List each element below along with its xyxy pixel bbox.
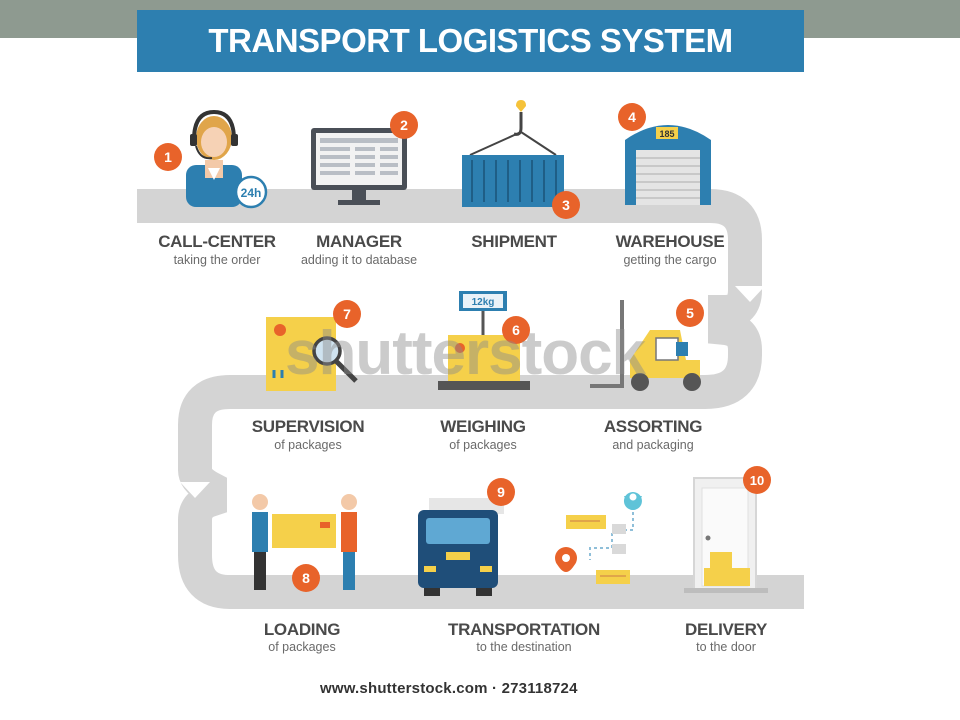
step-number-badge <box>502 316 530 344</box>
forklift-icon <box>590 300 701 391</box>
magnifier-package-icon <box>266 317 358 391</box>
step-number: 2 <box>400 117 408 133</box>
step-number: 4 <box>628 109 636 125</box>
step-number-badge <box>154 143 182 171</box>
step-number-badge <box>618 103 646 131</box>
step-number: 8 <box>302 570 310 586</box>
call-center-operator-icon: 24h <box>186 109 268 209</box>
road-arrow-notch <box>180 482 210 498</box>
step-subtitle-weighing: of packages <box>449 438 517 452</box>
scale-weight-label: 12kg <box>472 297 495 308</box>
warehouse-number-label: 185 <box>659 129 674 139</box>
step-number: 9 <box>497 484 505 500</box>
step-number: 3 <box>562 197 570 213</box>
step-number: 10 <box>750 473 764 488</box>
step-title-supervision: SUPERVISION <box>251 417 365 436</box>
step-number-badge <box>487 478 515 506</box>
people-carrying-box-icon <box>252 494 357 590</box>
door-packages-icon <box>684 477 768 593</box>
step-number: 7 <box>343 306 351 322</box>
step-number-badge <box>552 191 580 219</box>
container-crane-icon <box>462 100 564 207</box>
step-title-weighing: WEIGHING <box>440 417 526 436</box>
step-number-badge <box>333 300 361 328</box>
road-arrow-notch <box>735 286 765 302</box>
step-title-call-center: CALL-CENTER <box>158 232 276 251</box>
step-subtitle-delivery: to the door <box>696 640 756 654</box>
step-title-manager: MANAGER <box>316 232 402 251</box>
step-number-badge <box>292 564 320 592</box>
step-number: 6 <box>512 322 520 338</box>
step-title-delivery: DELIVERY <box>685 620 767 639</box>
scale-icon: 12kg <box>438 291 530 390</box>
step-title-warehouse: WAREHOUSE <box>615 232 725 251</box>
footer-credit: www.shutterstock.com · 273118724 <box>320 680 578 697</box>
step-number: 1 <box>164 149 172 165</box>
step-subtitle-warehouse: getting the cargo <box>623 253 717 267</box>
step-title-shipment: SHIPMENT <box>471 232 557 251</box>
step-subtitle-transportation: to the destination <box>476 640 572 654</box>
step-subtitle-assorting: and packaging <box>612 438 694 452</box>
step-title-transportation: TRANSPORTATION <box>448 620 600 639</box>
badge-24h-label: 24h <box>241 186 262 200</box>
monitor-database-icon <box>311 128 407 205</box>
step-number-badge <box>676 299 704 327</box>
step-title-loading: LOADING <box>263 620 341 639</box>
route-map-icon <box>555 492 642 584</box>
step-number: 5 <box>686 305 694 321</box>
road-path <box>137 189 804 609</box>
step-subtitle-supervision: of packages <box>274 438 342 452</box>
page-title: TRANSPORT LOGISTICS SYSTEM <box>208 22 733 59</box>
step-subtitle-loading: of packages <box>268 640 336 654</box>
title-banner: TRANSPORT LOGISTICS SYSTEM <box>137 10 804 72</box>
watermark: shutterstock <box>285 319 646 388</box>
step-number-badge <box>743 466 771 494</box>
step-subtitle-manager: adding it to database <box>300 253 418 267</box>
step-number-badge <box>390 111 418 139</box>
step-title-assorting: ASSORTING <box>603 417 703 436</box>
truck-icon <box>418 498 504 596</box>
step-subtitle-call-center: taking the order <box>173 253 261 267</box>
warehouse-icon: 185 <box>625 125 711 205</box>
